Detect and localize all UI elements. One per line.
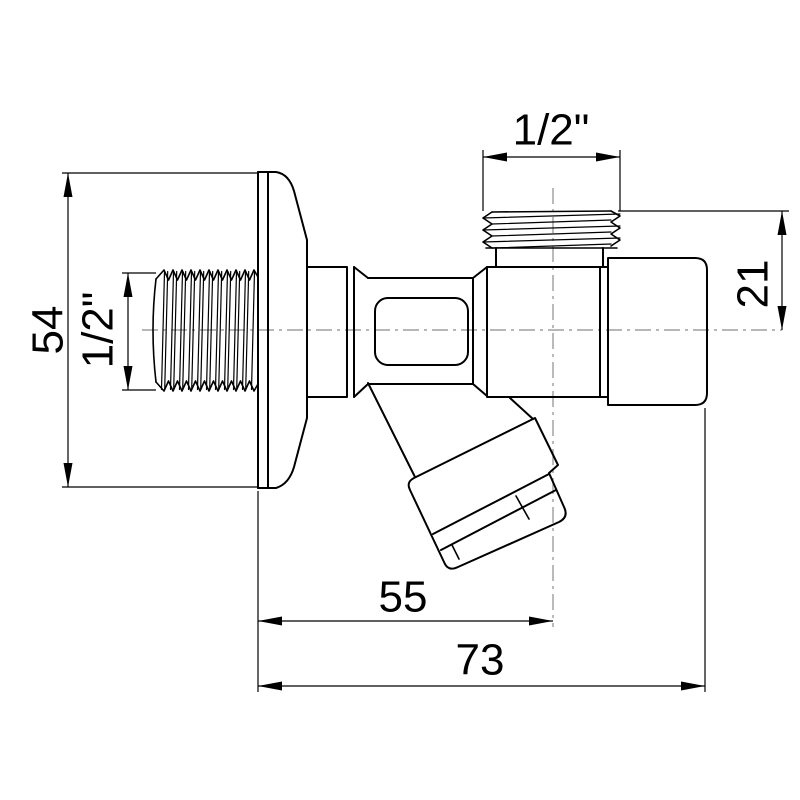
dimension-label-inlet-thread: 1/2" — [73, 292, 122, 369]
centerlines — [142, 188, 782, 627]
dimension-label-wall-to-axis: 55 — [379, 572, 428, 621]
thread-lead-in-edge — [152, 278, 157, 383]
body-neck-cylinder — [306, 266, 355, 398]
dim54-arrow-up — [63, 173, 73, 197]
dimension-wall-to-axis: 55 — [258, 572, 553, 626]
top-thread-right-crests — [610, 210, 621, 247]
body-taper-left — [353, 266, 369, 398]
dim21-arrow-down — [777, 306, 787, 330]
dim-top-arrow-right — [596, 152, 620, 162]
branch-neck — [367, 382, 534, 478]
dimension-label-overall-depth: 73 — [456, 635, 505, 684]
dim55-arrow-left — [258, 616, 282, 626]
dim-inlet-arrow-down — [123, 366, 133, 390]
dimension-label-flange-height: 54 — [23, 306, 72, 355]
dim73-arrow-left — [258, 681, 282, 691]
side-outlet-port — [607, 257, 708, 406]
dim-top-arrow-left — [483, 152, 507, 162]
dimension-inlet-thread: 1/2" — [73, 272, 156, 391]
cap-joint-lines — [432, 473, 557, 551]
top-thread-helix-lines — [482, 213, 621, 249]
dimension-label-top-port-thread: 1/2" — [513, 105, 590, 154]
top-thread-top-edge — [491, 210, 612, 213]
dim54-extension-lines — [62, 172, 257, 488]
angled-bonnet-and-cap — [367, 382, 567, 570]
flange-outline — [257, 171, 308, 489]
body-right-section — [486, 266, 609, 398]
top-port-male-thread — [482, 210, 621, 268]
dimension-top-port-thread: 1/2" — [482, 105, 621, 211]
valve-body — [306, 266, 609, 398]
wall-flange — [257, 171, 308, 489]
body-taper-right — [472, 266, 488, 397]
thread-bottom-crests — [155, 380, 259, 392]
body-block-edges — [367, 277, 474, 385]
cap-flat-lines — [451, 495, 530, 560]
thread-top-crests — [155, 269, 259, 281]
body-face-rounded-panel — [374, 297, 469, 366]
inlet-male-thread — [152, 269, 259, 392]
dimension-overall-depth: 73 — [257, 408, 706, 692]
dim-top-extension-lines — [482, 150, 621, 211]
top-thread-neck — [495, 247, 604, 268]
dim21-arrow-up — [777, 211, 787, 235]
dim-inlet-arrow-up — [123, 273, 133, 297]
dimension-outlet-offset: 21 — [618, 210, 789, 330]
dim55-arrow-right — [529, 616, 553, 626]
thread-flank-lines — [160, 270, 256, 391]
bonnet-outline — [407, 417, 567, 570]
dimension-flange-height: 54 — [23, 172, 257, 488]
dim73-extension-lines — [257, 408, 706, 692]
dim73-arrow-right — [681, 681, 705, 691]
dimension-label-outlet-offset: 21 — [728, 260, 777, 309]
dim54-arrow-down — [63, 463, 73, 487]
outlet-outline — [607, 257, 708, 406]
